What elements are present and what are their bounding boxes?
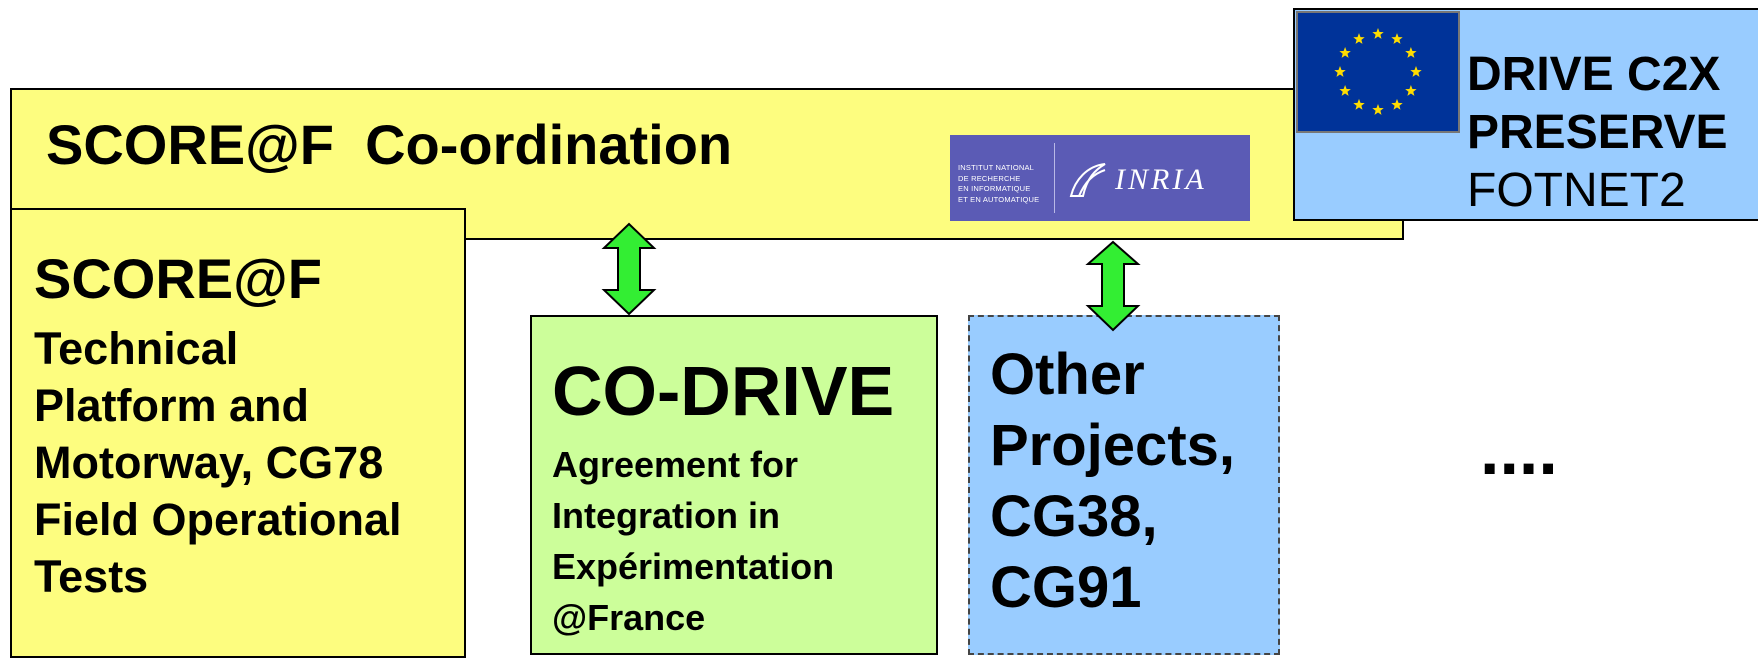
inria-swirl-icon (1069, 163, 1106, 197)
eu-flag-icon (1296, 11, 1460, 133)
eu-star (1391, 33, 1403, 44)
eu-project-line: PRESERVE (1467, 106, 1728, 159)
inria-caption-line: INSTITUT NATIONAL (958, 163, 1035, 172)
technical-line: Platform and (34, 380, 310, 431)
codrive-line: Integration in (552, 495, 780, 536)
other-line: Projects, (990, 413, 1235, 478)
other-line: Other (990, 342, 1145, 407)
technical-line: Field Operational (34, 494, 402, 545)
codrive-line: @France (552, 597, 706, 638)
coordination-title: SCORE@F Co-ordination (46, 113, 733, 176)
eu-stars-icon (1334, 28, 1422, 115)
eu-star (1353, 33, 1365, 44)
codrive-line: Expérimentation (552, 546, 835, 587)
eu-project-line: FOTNET2 (1467, 164, 1686, 217)
technical-line: Technical (34, 323, 239, 374)
eu-star (1372, 104, 1384, 115)
inria-logo: INSTITUT NATIONAL DE RECHERCHE EN INFORM… (950, 135, 1250, 221)
codrive-title: CO-DRIVE (552, 352, 895, 430)
inria-wordmark: INRIA (1115, 163, 1207, 196)
eu-star (1372, 28, 1384, 39)
inria-caption: INSTITUT NATIONAL DE RECHERCHE EN INFORM… (958, 163, 1039, 205)
other-line: CG91 (990, 555, 1142, 620)
double-arrow-coordination-codrive (601, 222, 657, 316)
inria-caption-line: EN INFORMATIQUE (958, 184, 1031, 193)
technical-line: Tests (34, 551, 149, 602)
eu-star (1353, 98, 1365, 110)
codrive-line: Agreement for (552, 444, 799, 485)
eu-star (1391, 98, 1403, 110)
eu-star (1405, 85, 1417, 96)
eu-star (1405, 47, 1417, 58)
eu-star (1339, 47, 1351, 58)
eu-star (1339, 85, 1351, 96)
inria-caption-line: ET EN AUTOMATIQUE (958, 194, 1040, 204)
eu-project-line: DRIVE C2X (1467, 48, 1721, 101)
technical-line: Motorway, CG78 (34, 437, 384, 488)
eu-star (1334, 66, 1346, 77)
technical-title: SCORE@F (34, 247, 322, 310)
ellipsis: .... (1480, 411, 1558, 489)
inria-caption-line: DE RECHERCHE (958, 173, 1021, 183)
other-line: CG38, (990, 484, 1158, 549)
eu-star (1410, 66, 1422, 77)
inria-divider (1054, 143, 1055, 213)
double-arrow-coordination-other (1085, 240, 1141, 332)
